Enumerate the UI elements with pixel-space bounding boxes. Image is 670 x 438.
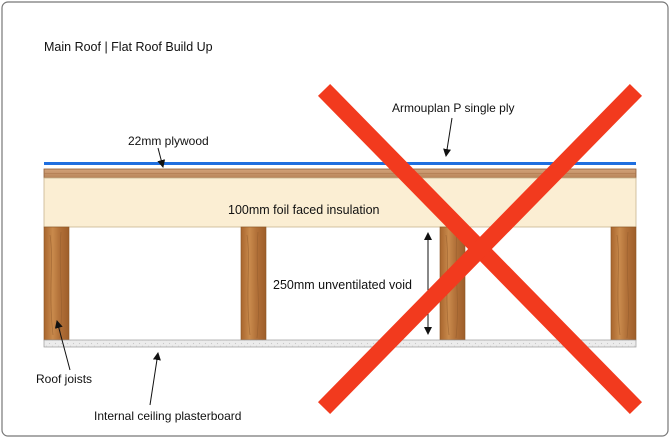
red-cross-mark (317, 83, 643, 415)
plasterboard-layer (43, 339, 637, 348)
membrane-arrow (443, 117, 453, 157)
membrane-layer (44, 162, 636, 165)
insulation-label: 100mm foil faced insulation (228, 203, 380, 217)
plasterboard-label: Internal ceiling plasterboard (94, 409, 241, 423)
joist (43, 226, 70, 341)
joists-label: Roof joists (36, 372, 92, 386)
cross-stroke-2 (317, 83, 643, 415)
joist (240, 226, 267, 341)
diagram-title: Main Roof | Flat Roof Build Up (44, 40, 213, 54)
membrane-label: Armouplan P single ply (392, 101, 515, 115)
joists-arrow (54, 320, 71, 371)
plasterboard-arrow (149, 352, 161, 406)
void-label: 250mm unventilated void (273, 278, 412, 292)
plywood-label: 22mm plywood (128, 134, 209, 148)
joists-group (43, 226, 637, 341)
joist (610, 226, 637, 341)
plywood-arrow (157, 147, 166, 168)
